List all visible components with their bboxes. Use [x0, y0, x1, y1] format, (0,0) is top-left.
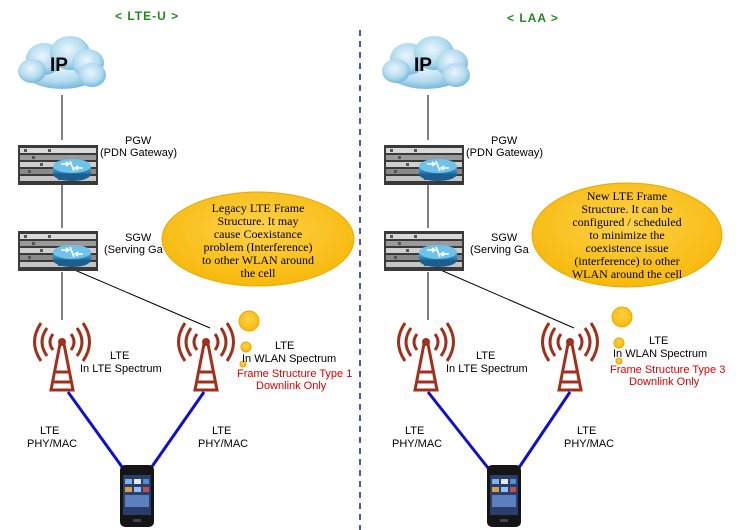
pgw-label: PGW: [125, 135, 152, 147]
phy-sublabel-2: PHY/MAC: [198, 438, 249, 450]
tower1-sublabel: In LTE Spectrum: [80, 363, 162, 375]
smartphone-icon: [487, 465, 521, 527]
pgw-router-icon: [418, 158, 458, 182]
sgw-sublabel: (Serving Ga: [470, 244, 529, 256]
lte-link-1: [66, 391, 132, 479]
tower2-label: LTE: [275, 340, 295, 352]
pgw-sublabel: (PDN Gateway): [100, 147, 178, 159]
pgw-label: PGW: [491, 135, 518, 147]
bubble-text: New LTE Frame Structure. It can be confi…: [571, 189, 683, 281]
sgw-label: SGW: [491, 232, 518, 244]
speech-bubble: [161, 191, 355, 368]
phy-sublabel-1: PHY/MAC: [27, 438, 78, 450]
pgw-router-icon: [52, 158, 92, 182]
tower-icon: [33, 321, 91, 392]
sgw-router-icon: [52, 244, 92, 268]
tower2-sublabel: In WLAN Spectrum: [242, 353, 337, 365]
bubble-text: Legacy LTE Frame Structure. It may cause…: [201, 201, 315, 280]
tower2-label: LTE: [649, 335, 669, 347]
phy-label-2: LTE: [212, 425, 232, 437]
tower1-label: LTE: [476, 350, 496, 362]
lte-u-title: < LTE-U >: [115, 9, 180, 23]
smartphone-icon: [120, 465, 154, 527]
sgw-router-icon: [418, 244, 458, 268]
phy-label-1: LTE: [405, 425, 425, 437]
pgw-sublabel: (PDN Gateway): [466, 147, 544, 159]
lte-link-2: [142, 391, 206, 479]
lte-link-2: [510, 391, 572, 479]
lte-u-section: [18, 36, 355, 527]
phy-label-2: LTE: [577, 425, 597, 437]
tower1-sublabel: In LTE Spectrum: [446, 363, 528, 375]
sgw-sublabel: (Serving Ga: [104, 244, 163, 256]
frame-type-sublabel: Downlink Only: [256, 380, 327, 392]
tower-icon: [177, 321, 235, 392]
lte-link-1: [426, 391, 498, 479]
frame-type-sublabel: Downlink Only: [629, 376, 700, 388]
phy-sublabel-2: PHY/MAC: [564, 438, 615, 450]
laa-section: [382, 36, 723, 527]
ip-label: IP: [50, 55, 68, 76]
laa-title: < LAA >: [507, 11, 559, 25]
phy-label-1: LTE: [40, 425, 60, 437]
tower1-label: LTE: [110, 350, 130, 362]
speech-bubble: [531, 182, 723, 365]
frame-type-label: Frame Structure Type 3: [610, 364, 726, 376]
tower-icon: [541, 321, 599, 392]
frame-type-label: Frame Structure Type 1: [237, 368, 353, 380]
sgw-label: SGW: [125, 232, 152, 244]
tower2-sublabel: In WLAN Spectrum: [613, 348, 708, 360]
phy-sublabel-1: PHY/MAC: [392, 438, 443, 450]
tower-icon: [397, 321, 455, 392]
ip-label: IP: [414, 55, 432, 76]
